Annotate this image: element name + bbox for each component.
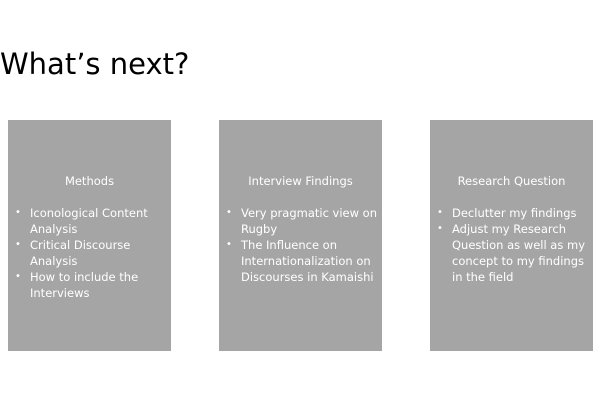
bullet-list: Very pragmatic view on Rugby The Influen… (226, 205, 378, 285)
bullet-item: Very pragmatic view on Rugby (226, 205, 378, 237)
bullet-item: Adjust my Research Question as well as m… (437, 221, 589, 285)
card-heading: Interview Findings (248, 174, 353, 188)
bullet-item: The Influence on Internationalization on… (226, 237, 378, 285)
card-interview-findings: Interview Findings Very pragmatic view o… (219, 120, 382, 351)
card-methods: Methods Iconological Content Analysis Cr… (8, 120, 171, 351)
bullet-item: Declutter my findings (437, 205, 589, 221)
bullet-item: How to include the Interviews (15, 269, 167, 301)
bullet-item: Iconological Content Analysis (15, 205, 167, 237)
bullet-list: Iconological Content Analysis Critical D… (15, 205, 167, 301)
bullet-list: Declutter my findings Adjust my Research… (437, 205, 589, 285)
card-research-question: Research Question Declutter my findings … (430, 120, 593, 351)
card-heading: Methods (64, 174, 115, 188)
card-heading: Research Question (457, 174, 566, 188)
bullet-item: Critical Discourse Analysis (15, 237, 167, 269)
slide-title: What’s next? (0, 47, 190, 81)
